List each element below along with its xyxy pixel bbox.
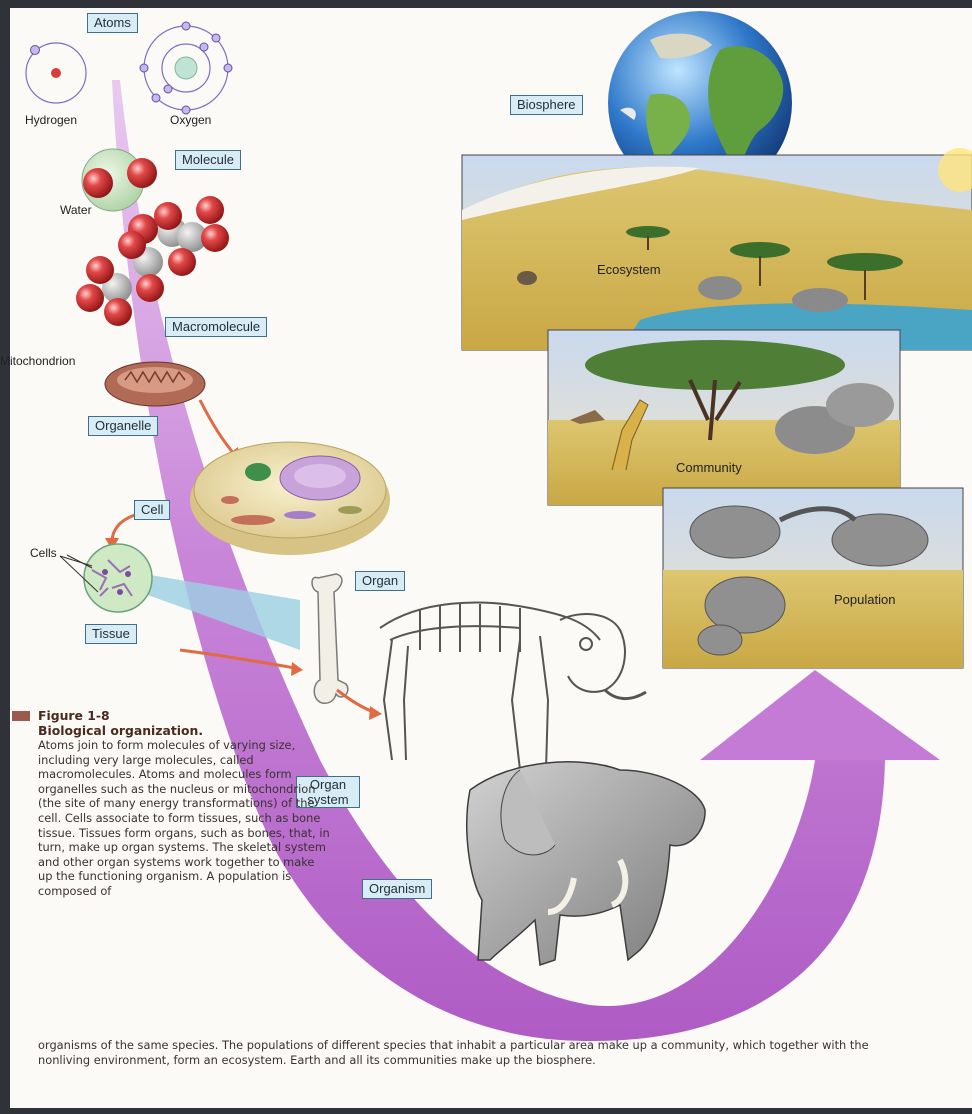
label-hydrogen: Hydrogen: [25, 113, 77, 127]
community-panel: [548, 330, 900, 505]
label-atoms: Atoms: [87, 13, 138, 33]
label-organelle: Organelle: [88, 416, 158, 436]
label-oxygen: Oxygen: [170, 113, 211, 127]
label-organ: Organ: [355, 571, 405, 591]
figure-title: Biological organization.: [38, 723, 368, 738]
label-cell: Cell: [134, 500, 170, 520]
label-mitochondrion: Mitochondrion: [0, 354, 75, 368]
label-water: Water: [60, 203, 92, 217]
label-biosphere: Biosphere: [510, 95, 583, 115]
label-ecosystem: Ecosystem: [597, 262, 661, 277]
label-macromolecule: Macromolecule: [165, 317, 267, 337]
bone-icon: [312, 574, 348, 703]
label-cells: Cells: [30, 546, 57, 560]
ecosystem-panel: [462, 148, 972, 350]
label-molecule: Molecule: [175, 150, 241, 170]
elephant-icon: [467, 762, 705, 965]
hydrogen-atom-icon: [26, 43, 86, 103]
label-community: Community: [676, 460, 742, 475]
figure-caption: Figure 1-8 Biological organization. Atom…: [38, 708, 368, 899]
population-panel: [663, 488, 963, 668]
figure-number: Figure 1-8: [38, 708, 368, 723]
water-molecule-icon: [82, 149, 157, 211]
caption-marker: [12, 711, 30, 721]
mitochondrion-icon: [105, 362, 205, 406]
label-organism: Organism: [362, 879, 432, 899]
label-population: Population: [834, 592, 895, 607]
skeleton-icon: [380, 603, 646, 770]
caption-body: Atoms join to form molecules of varying …: [38, 738, 330, 899]
caption-tail: organisms of the same species. The popul…: [38, 1038, 878, 1067]
cell-icon: [190, 442, 390, 555]
oxygen-atom-icon: [140, 22, 232, 114]
label-tissue: Tissue: [85, 624, 137, 644]
